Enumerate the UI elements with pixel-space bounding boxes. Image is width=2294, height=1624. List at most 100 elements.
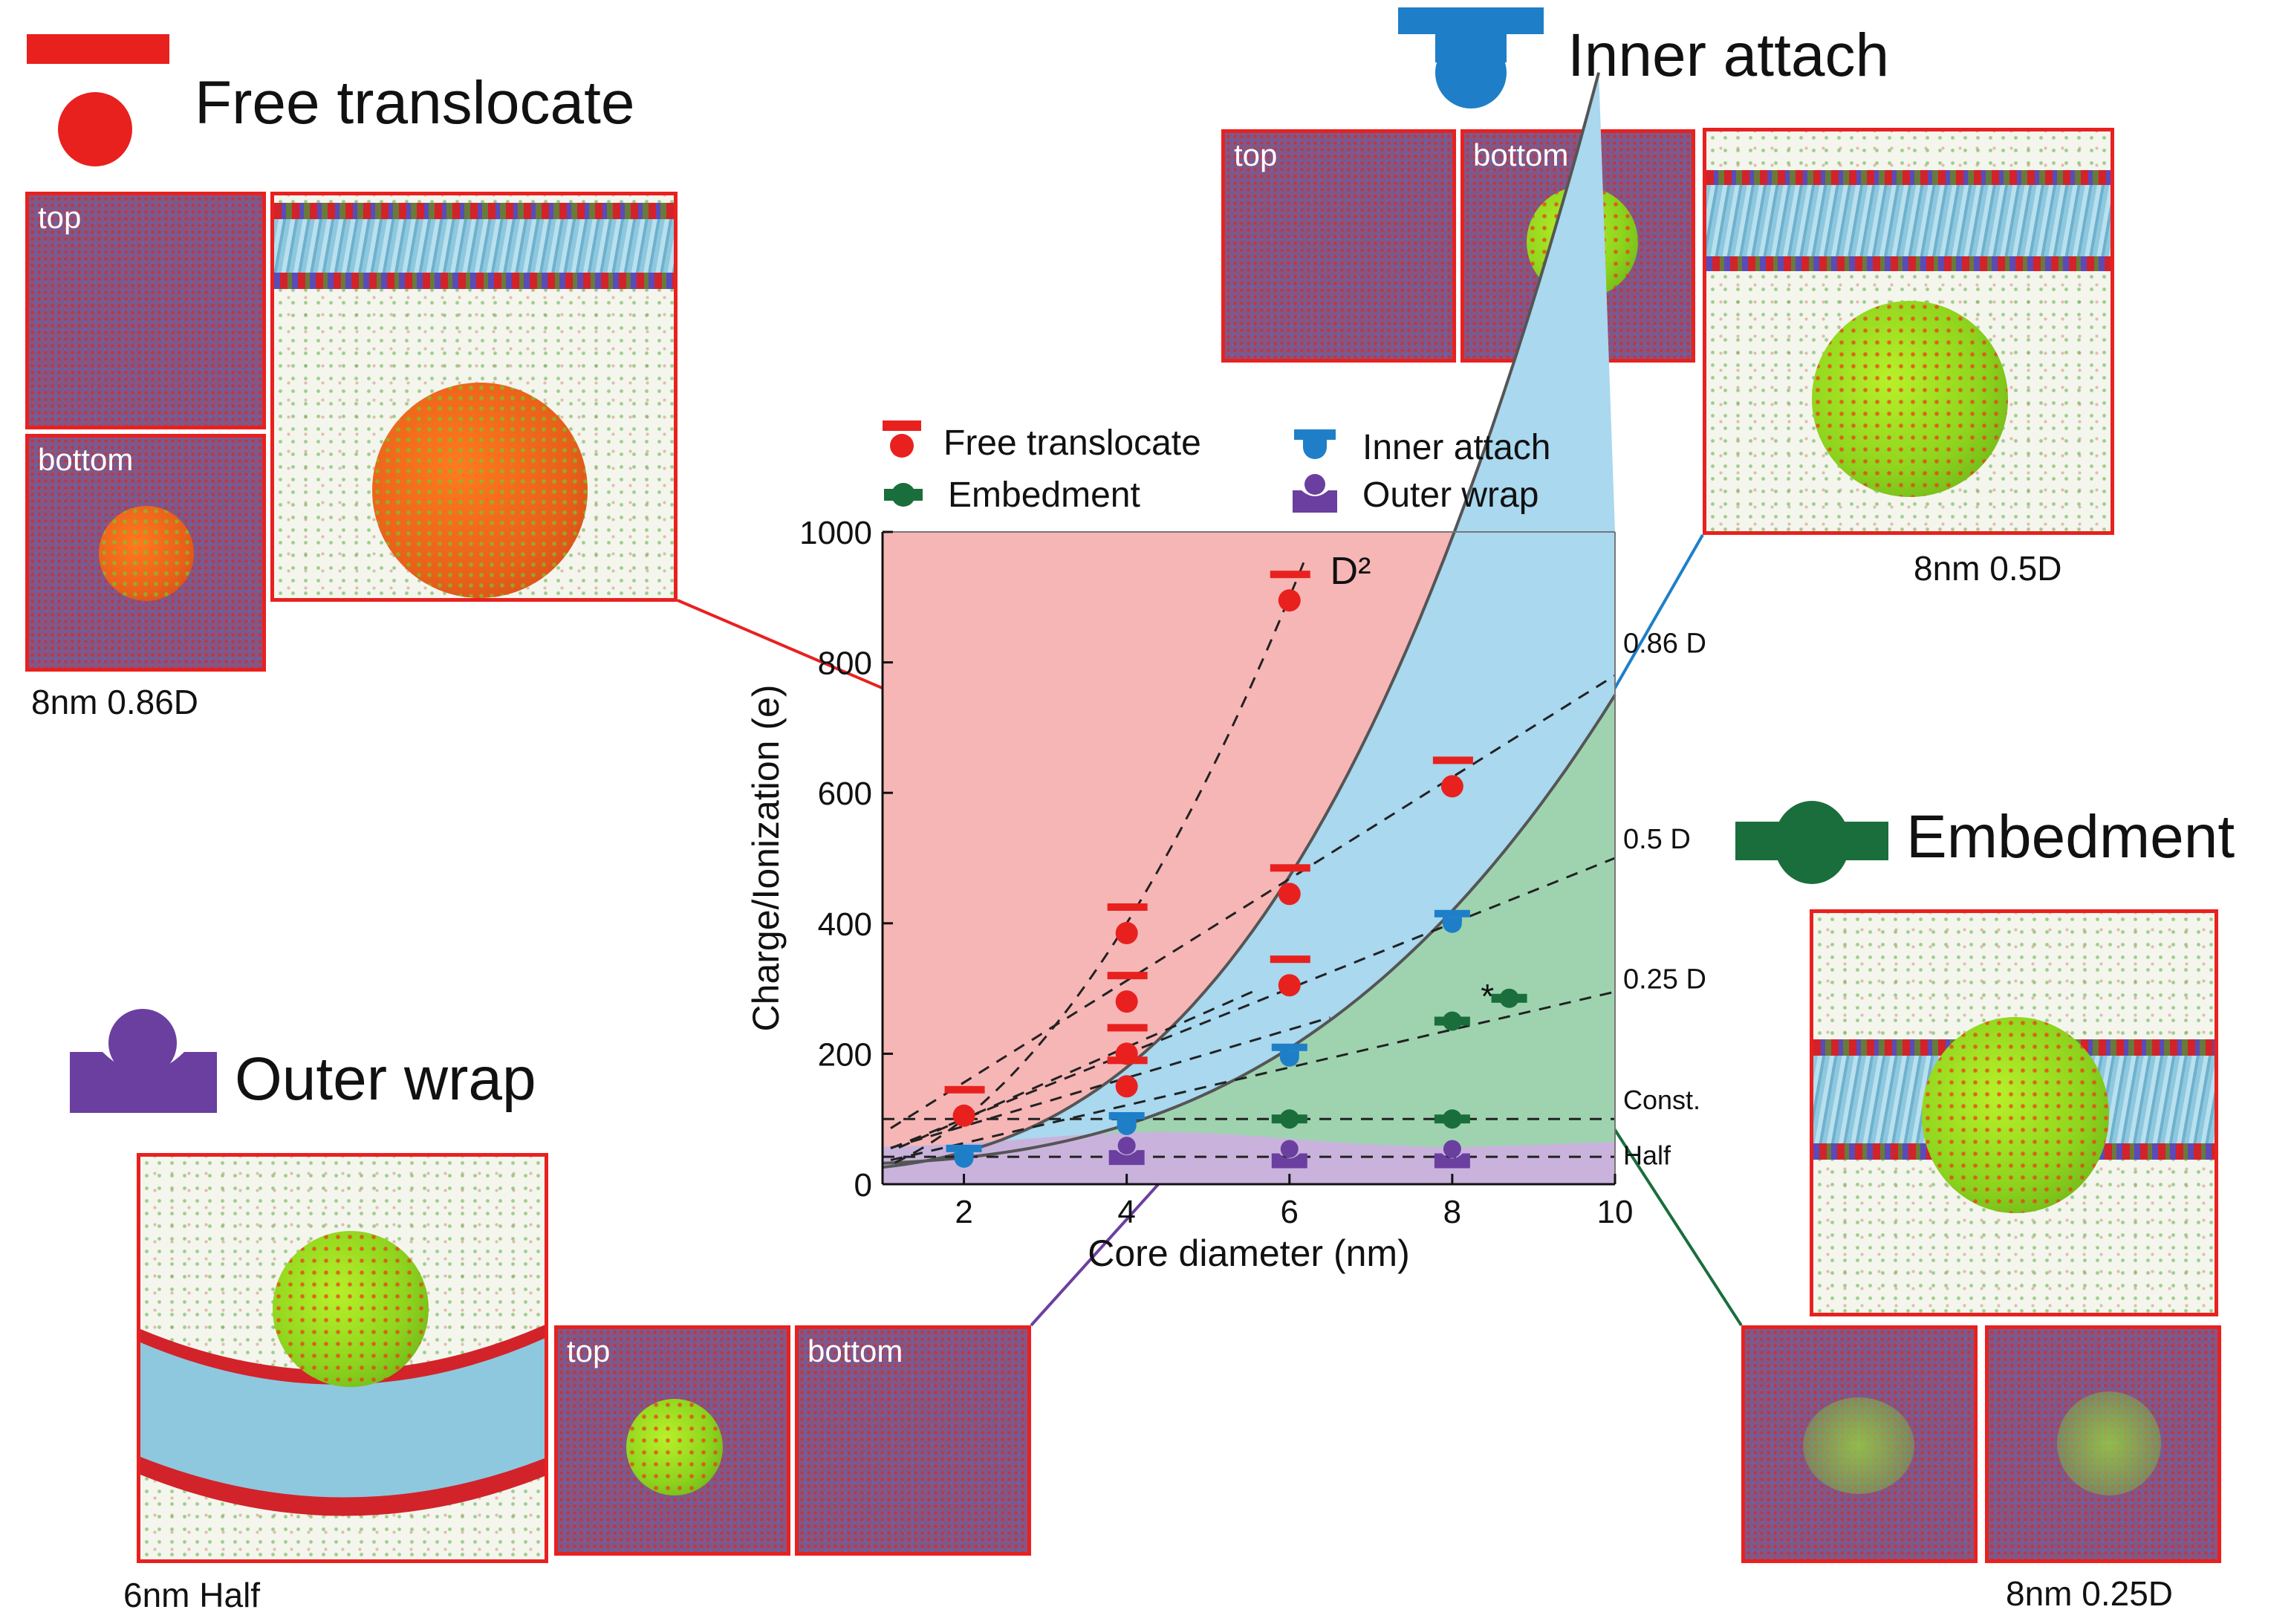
y-tick-label: 1000 bbox=[799, 515, 872, 551]
legend-inner-attach-label: Inner attach bbox=[1362, 428, 1551, 467]
ref-line-guide-b bbox=[890, 1016, 1331, 1149]
data-point-inner-attach bbox=[1108, 1111, 1145, 1135]
data-point-inner-attach bbox=[1271, 1043, 1307, 1067]
ref-line-d-squared bbox=[894, 556, 1307, 1164]
y-tick-label: 0 bbox=[854, 1167, 872, 1204]
x-tick-label: 4 bbox=[1117, 1194, 1135, 1230]
nanoparticle bbox=[2057, 1391, 2161, 1495]
region-outer-wrap bbox=[883, 1131, 1615, 1184]
x-axis-label: Core diameter (nm) bbox=[1088, 1232, 1409, 1274]
nanoparticle bbox=[99, 506, 194, 601]
data-point-free-translocate bbox=[1432, 756, 1473, 798]
top-view-label: top bbox=[38, 200, 82, 235]
connector-outer-wrap bbox=[1030, 1157, 1183, 1327]
ref-label: D² bbox=[1330, 550, 1371, 593]
nanoparticle bbox=[1812, 301, 2008, 497]
legend-free-translocate: Free translocate bbox=[883, 420, 1201, 463]
reference-labels: D² 0.86 D 0.5 D 0.25 D Const. Half * bbox=[1330, 550, 1706, 1170]
top-view-label: top bbox=[567, 1334, 611, 1368]
data-point-embedment bbox=[1434, 1109, 1470, 1129]
data-point-embedment bbox=[1271, 1109, 1307, 1129]
nanoparticle bbox=[1922, 1017, 2109, 1213]
nanoparticle bbox=[626, 1399, 723, 1495]
legend-free-translocate-marker bbox=[883, 420, 921, 431]
legend-embedment-label: Embedment bbox=[948, 475, 1140, 515]
outer-wrap-heading: Outer wrap bbox=[235, 1045, 536, 1113]
y-tick-label: 400 bbox=[818, 906, 872, 943]
nanoparticle bbox=[273, 1231, 429, 1387]
embedment-caption: 8nm 0.25D bbox=[2006, 1574, 2174, 1613]
region-embedment bbox=[883, 695, 1615, 1184]
data-point-free-translocate bbox=[944, 1085, 985, 1127]
data-point-free-translocate bbox=[1107, 1056, 1148, 1098]
data-point-embedment bbox=[1491, 988, 1527, 1008]
inner-attach-caption: 8nm 0.5D bbox=[1914, 549, 2062, 588]
y-tick-label: 200 bbox=[818, 1036, 872, 1073]
data-point-outer-wrap bbox=[1271, 1140, 1307, 1169]
free-translocate-icon bbox=[27, 34, 169, 168]
ref-line-0-86d bbox=[890, 674, 1616, 1129]
ref-label: 0.86 D bbox=[1623, 628, 1706, 659]
region-inner-attach bbox=[883, 72, 1615, 1185]
x-tick-label: 10 bbox=[1597, 1194, 1634, 1230]
boundary-free-inner bbox=[882, 72, 1601, 1169]
x-tick-label: 8 bbox=[1443, 1194, 1461, 1230]
data-point-inner-attach bbox=[1434, 909, 1470, 933]
bottom-view-label: bottom bbox=[808, 1334, 903, 1368]
data-point-free-translocate bbox=[1270, 571, 1310, 612]
inner-attach-heading: Inner attach bbox=[1567, 22, 1890, 89]
legend-inner-attach: Inner attach bbox=[1294, 428, 1551, 467]
embedment-view-1 bbox=[1741, 1325, 1978, 1563]
outer-wrap-top-view: top bbox=[554, 1325, 790, 1556]
data-point-outer-wrap bbox=[1434, 1140, 1470, 1169]
nanoparticle bbox=[1803, 1397, 1914, 1494]
boundary-inner-embed bbox=[882, 694, 1616, 1165]
embedment-heading: Embedment bbox=[1906, 803, 2235, 871]
data-point-free-translocate bbox=[1270, 955, 1310, 997]
free-translocate-top-view: top bbox=[25, 192, 266, 429]
data-point-free-translocate bbox=[1107, 972, 1148, 1013]
embedment-side-view bbox=[1810, 909, 2218, 1316]
y-tick-label: 800 bbox=[818, 646, 872, 682]
inner-attach-side-view bbox=[1703, 128, 2114, 535]
outer-wrap-bottom-view: bottom bbox=[795, 1325, 1031, 1556]
bottom-view-label: bottom bbox=[1473, 137, 1569, 172]
top-view-label: top bbox=[1234, 137, 1278, 172]
x-tick-label: 6 bbox=[1281, 1194, 1299, 1230]
nanoparticle bbox=[372, 383, 588, 598]
embedment-icon bbox=[1735, 801, 1888, 884]
x-tick-label: 2 bbox=[955, 1194, 972, 1230]
free-translocate-side-view bbox=[270, 192, 678, 602]
axes: 2 4 6 8 10 0 200 400 600 800 1000 bbox=[799, 515, 1633, 1230]
data-point-embedment bbox=[1434, 1011, 1470, 1031]
bottom-view-label: bottom bbox=[38, 442, 134, 477]
ref-label: Const. bbox=[1623, 1085, 1700, 1115]
data-point-inner-attach bbox=[946, 1144, 982, 1168]
data-point-outer-wrap bbox=[1108, 1137, 1145, 1166]
legend-outer-wrap-label: Outer wrap bbox=[1362, 475, 1538, 515]
free-translocate-caption: 8nm 0.86D bbox=[31, 683, 199, 721]
data-point-free-translocate bbox=[1270, 864, 1310, 906]
legend-outer-wrap-marker bbox=[1304, 474, 1325, 495]
legend-embedment: Embedment bbox=[884, 475, 1140, 515]
phase-regions bbox=[882, 72, 1616, 1185]
inner-attach-icon bbox=[1398, 7, 1544, 111]
legend-free-translocate-label: Free translocate bbox=[943, 423, 1201, 463]
outer-wrap-side-view bbox=[137, 1153, 548, 1563]
ref-label: 0.25 D bbox=[1623, 964, 1706, 995]
ref-line-0-5d bbox=[890, 857, 1616, 1150]
inner-attach-top-view: top bbox=[1221, 129, 1456, 363]
embedment-view-2 bbox=[1985, 1325, 2221, 1563]
legend-inner-attach-marker bbox=[1294, 429, 1336, 440]
ref-label: Half bbox=[1623, 1140, 1671, 1171]
outer-wrap-caption: 6nm Half bbox=[123, 1576, 261, 1614]
data-point-free-translocate bbox=[1107, 903, 1148, 944]
data-points bbox=[944, 571, 1527, 1169]
y-tick-label: 600 bbox=[818, 776, 872, 812]
free-translocate-heading: Free translocate bbox=[195, 69, 635, 137]
ref-label: 0.5 D bbox=[1623, 824, 1691, 855]
legend: Free translocate Embedment Inner attach … bbox=[883, 420, 1551, 515]
asterisk-annotation: * bbox=[1481, 977, 1494, 1016]
y-axis-label: Charge/Ionization (e) bbox=[745, 685, 787, 1032]
